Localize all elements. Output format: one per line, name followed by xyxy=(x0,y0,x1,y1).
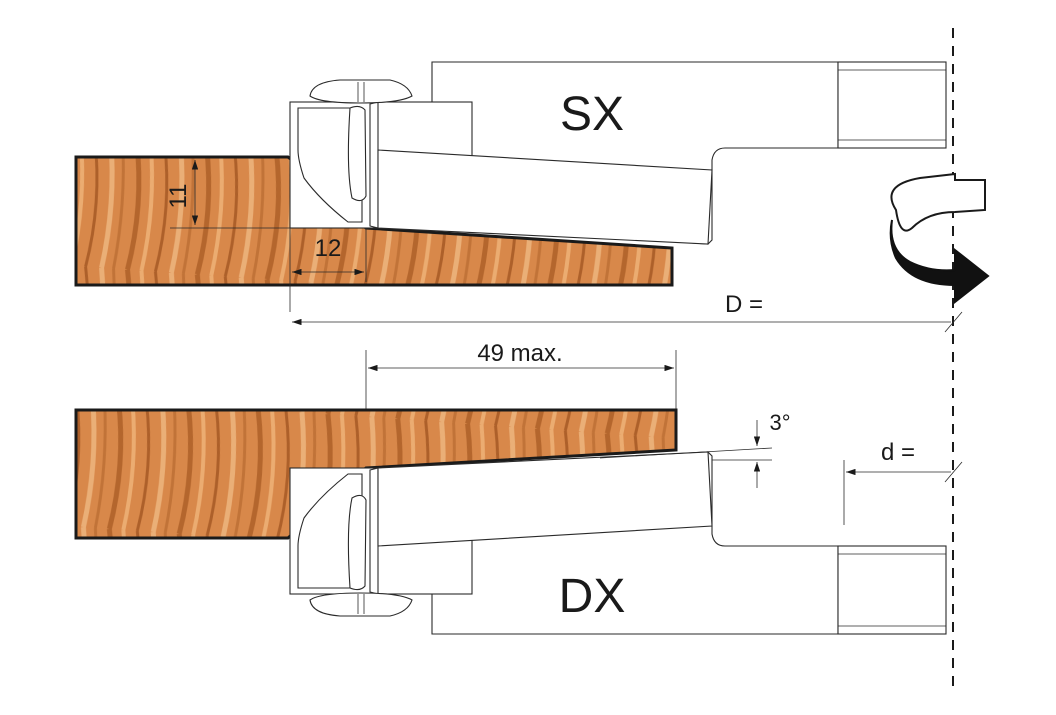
label-dx: DX xyxy=(559,570,626,623)
label-sx: SX xyxy=(560,88,624,141)
dim-max-depth-label: 49 max. xyxy=(477,340,562,367)
dim-angle-label: 3° xyxy=(769,410,790,435)
dim-width-label: 12 xyxy=(315,235,342,262)
cutter-body-top xyxy=(289,61,947,245)
dim-bore xyxy=(843,460,963,525)
dim-angle xyxy=(599,420,773,488)
cutter-body-bottom xyxy=(289,451,947,635)
dim-bore-label: d = xyxy=(881,439,915,466)
dim-diameter-label: D = xyxy=(725,291,763,318)
rotation-arrow-icon xyxy=(889,172,990,305)
dim-height-label: 11 xyxy=(165,184,192,209)
dim-diameter xyxy=(292,311,963,333)
dim-height-11 xyxy=(170,160,366,229)
dim-width-12 xyxy=(289,168,367,312)
